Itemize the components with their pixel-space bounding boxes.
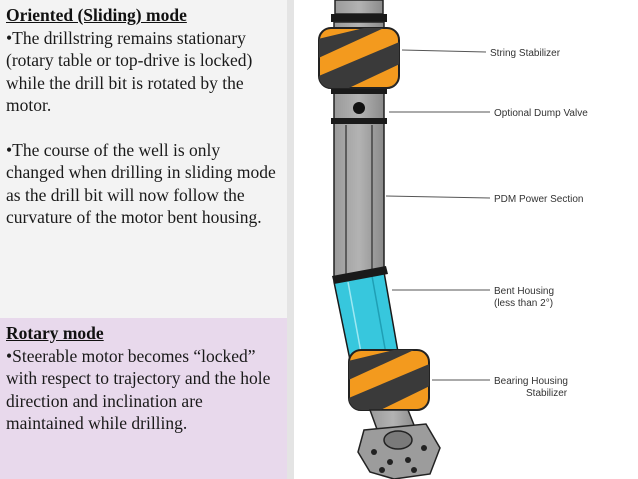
drill-bit — [357, 423, 441, 479]
dump-valve-port — [353, 102, 365, 114]
rotary-mode-title: Rotary mode — [6, 323, 104, 343]
callout-power-section: PDM Power Section — [385, 194, 583, 205]
callout-bearing-housing: Bearing Housing Stabilizer — [432, 376, 568, 399]
callout-dump-valve: Optional Dump Valve — [389, 108, 588, 119]
sliding-bullet-2: •The course of the well is only changed … — [6, 139, 276, 228]
string-stabilizer — [318, 27, 400, 89]
label-bearing-line1: Bearing Housing — [494, 376, 568, 387]
text-panel: Oriented (Sliding) mode •The drillstring… — [0, 0, 287, 479]
panel-divider — [287, 0, 294, 479]
label-power-section: PDM Power Section — [494, 194, 583, 205]
rotary-bullet-1: •Steerable motor becomes “locked” with r… — [6, 345, 271, 434]
steerable-motor-diagram: String Stabilizer Optional Dump Valve PD… — [294, 0, 638, 479]
callout-bent-housing: Bent Housing (less than 2°) — [392, 286, 554, 309]
label-bent-housing-line2: (less than 2°) — [494, 298, 553, 309]
bent-housing — [332, 266, 399, 361]
label-string-stabilizer: String Stabilizer — [490, 48, 561, 59]
sliding-bullet-1: •The drillstring remains stationary (rot… — [6, 27, 253, 116]
rotary-mode-box: Rotary mode •Steerable motor becomes “lo… — [0, 318, 287, 479]
label-bearing-line2: Stabilizer — [526, 388, 568, 399]
dump-valve-band — [331, 118, 387, 124]
callout-string-stabilizer: String Stabilizer — [401, 48, 561, 59]
bearing-housing-stabilizer — [348, 349, 430, 411]
label-dump-valve: Optional Dump Valve — [494, 108, 588, 119]
sliding-mode-title: Oriented (Sliding) mode — [6, 5, 187, 25]
label-bent-housing-line1: Bent Housing — [494, 286, 554, 297]
top-sub — [331, 0, 387, 22]
sliding-mode-box: Oriented (Sliding) mode •The drillstring… — [0, 0, 287, 318]
